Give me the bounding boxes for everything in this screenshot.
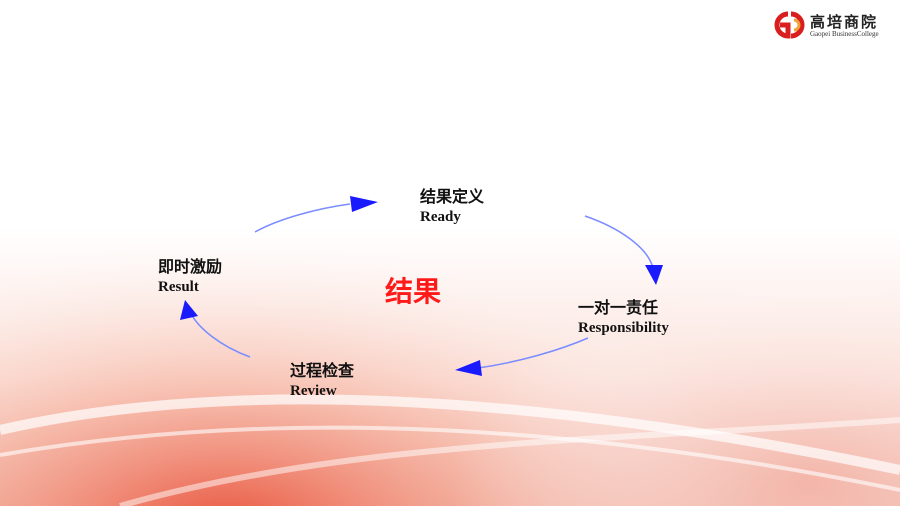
logo-chinese-name: 高培商院: [810, 13, 879, 31]
node-ready-en: Ready: [420, 209, 461, 225]
logo-english-name: Gaopei BusinessCollege: [810, 30, 879, 38]
node-result-en: Result: [158, 279, 199, 295]
arrowhead-result: [180, 300, 198, 320]
node-review: 过程检查 Review: [290, 357, 354, 400]
logo-mark-icon: [774, 11, 805, 39]
node-responsibility: 一对一责任 Responsibility: [578, 294, 669, 337]
arrow-ready-to-responsibility: [584, 215, 654, 269]
node-review-en: Review: [290, 383, 337, 399]
node-responsibility-zh: 一对一责任: [578, 298, 659, 317]
center-label: 结果: [385, 275, 442, 308]
node-responsibility-en: Responsibility: [578, 320, 669, 336]
arrowhead-responsibility: [645, 265, 663, 285]
arrowhead-review: [455, 360, 482, 376]
arrow-responsibility-to-review: [477, 337, 589, 369]
node-ready-zh: 结果定义: [420, 187, 485, 206]
college-logo: 高培商院 Gaopei BusinessCollege: [770, 8, 890, 44]
node-review-zh: 过程检查: [290, 361, 355, 380]
node-result: 即时激励 Result: [158, 253, 222, 296]
arrowhead-ready: [350, 196, 378, 212]
arrow-review-to-result: [189, 311, 251, 358]
node-ready: 结果定义 Ready: [420, 183, 484, 226]
node-result-zh: 即时激励: [158, 257, 223, 276]
arrow-result-to-ready: [254, 203, 351, 233]
